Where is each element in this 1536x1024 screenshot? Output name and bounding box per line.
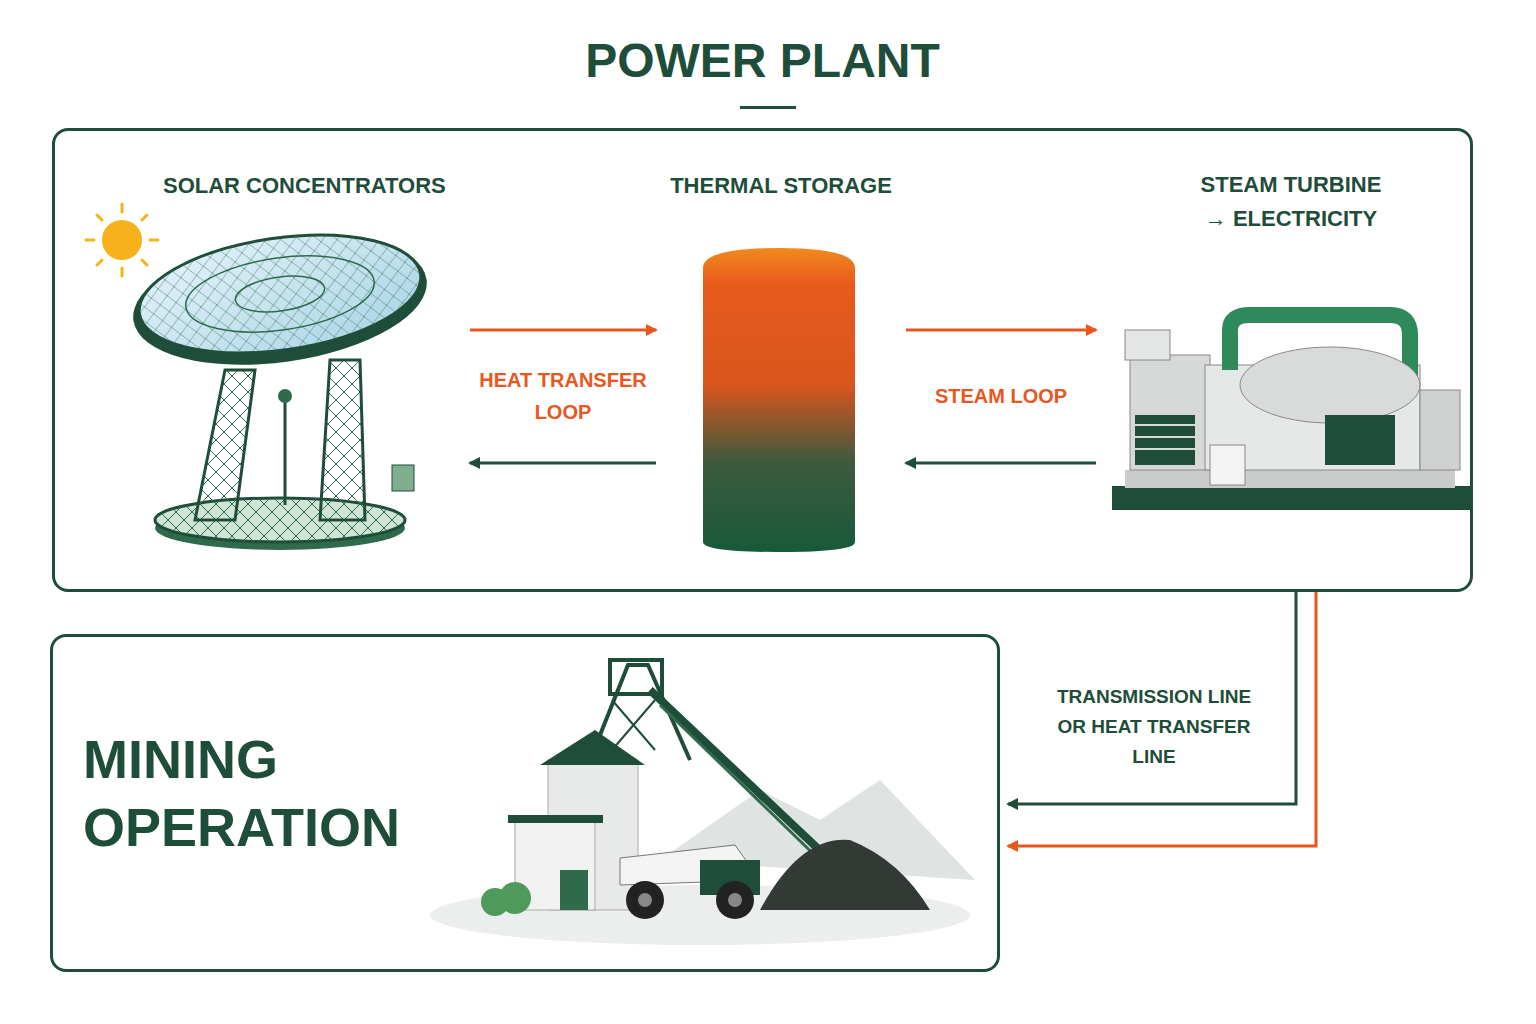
storage-tank: [703, 248, 855, 552]
node-label: SOLAR CONCENTRATORS: [163, 173, 446, 199]
plant-panel: POWER PLANTSOLAR CONCENTRATORSTHERMAL ST…: [52, 128, 1473, 592]
title-rule: [740, 106, 796, 109]
flow-label: STEAM LOOP: [907, 378, 1095, 414]
steam-turbine: [1112, 315, 1472, 510]
flow-arrow: [906, 329, 1096, 332]
flow-label: TRANSMISSION LINE OR HEAT TRANSFER LINE: [1043, 680, 1266, 774]
sun: [86, 204, 158, 276]
flow-arrow: [1008, 592, 1296, 804]
solar-block: SOLAR CONCENTRATORS: [63, 173, 465, 573]
storage-block: THERMAL STORAGE: [661, 173, 901, 558]
mine-scene: [430, 660, 975, 945]
node-label: THERMAL STORAGE: [641, 173, 921, 199]
solar-dish: [125, 218, 435, 550]
flow-label: HEAT TRANSFER LOOP: [471, 362, 655, 430]
mine-panel: MINING OPERATION: [50, 634, 1000, 972]
node-label: MINING OPERATION: [83, 725, 503, 861]
flow-arrow: [470, 462, 656, 465]
turbine-block: STEAM TURBINE → ELECTRICITY: [1101, 168, 1471, 513]
flow-arrow: [470, 329, 656, 332]
flow-arrow: [906, 462, 1096, 465]
node-label: POWER PLANT: [55, 33, 1470, 88]
node-label: STEAM TURBINE → ELECTRICITY: [1196, 168, 1386, 236]
flow-arrow: [1008, 592, 1316, 846]
